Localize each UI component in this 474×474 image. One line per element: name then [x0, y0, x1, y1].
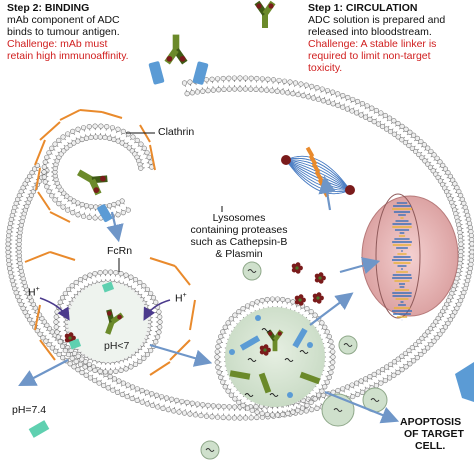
apoptotic-cell-icon — [455, 362, 474, 402]
apoptosis-label-1: APOPTOSIS — [400, 416, 462, 428]
leader-lines — [118, 132, 223, 272]
cytotoxic-payload-icons — [64, 262, 326, 356]
fcrn-label: FcRn — [107, 245, 133, 257]
ph-inner-label: pH<7 — [104, 340, 130, 352]
protease-vesicle-icon — [242, 261, 262, 281]
fcrn-receptor-icon — [28, 281, 115, 438]
arrow-lysosome-to-payload — [309, 292, 354, 326]
step1-challenge2: required to limit non-target — [308, 50, 431, 62]
lysosome-label-3: such as Cathepsin-B — [190, 236, 288, 248]
arrow-recycling-out — [18, 359, 69, 387]
arrow-to-apoptosis — [324, 390, 400, 424]
step2-challenge1: Challenge: mAb must — [7, 38, 108, 50]
lysosome — [225, 307, 325, 407]
adc-antibody-icons — [77, 0, 284, 352]
clathrin-vesicle-membrane — [41, 123, 155, 221]
step2-line2: binds to tumour antigen. — [7, 26, 120, 38]
mitotic-spindle — [281, 146, 355, 198]
tumour-antigen-receptor-icon — [97, 61, 209, 223]
lysosome-label-4: & Plasmin — [215, 248, 263, 260]
ph-outer-label: pH=7.4 — [12, 404, 47, 416]
h-plus-left: H+ — [28, 286, 40, 299]
h-plus-right: H+ — [175, 292, 187, 305]
step1-challenge1: Challenge: A stable linker is — [308, 38, 437, 50]
step1-title: Step 1: CIRCULATION — [308, 2, 418, 14]
lysosome-label-1: Lysosomes — [212, 212, 266, 224]
arrow-vesicle-to-endosome — [106, 211, 124, 243]
step1-challenge3: toxicity. — [308, 62, 343, 74]
dna-helix-icon — [392, 202, 412, 321]
step2-title: Step 2: BINDING — [7, 2, 90, 14]
nucleus — [361, 193, 459, 319]
arrow-payload-to-spindle — [318, 175, 336, 211]
clathrin-coat — [24, 109, 196, 376]
lysosome-label-2: containing proteases — [190, 224, 288, 236]
lysosome-contents — [229, 315, 321, 398]
step2-line1: mAb component of ADC — [7, 14, 120, 26]
step1-line1: ADC solution is prepared and — [308, 14, 446, 26]
arrow-payload-to-nucleus — [339, 257, 381, 275]
apoptosis-label-2: OF TARGET — [404, 428, 464, 440]
clathrin-label: Clathrin — [158, 126, 195, 138]
arrow-endosome-to-lysosome — [149, 343, 213, 367]
process-arrows — [18, 175, 400, 424]
endosome-interior — [68, 282, 148, 362]
step1-line2: released into bloodstream. — [308, 26, 432, 38]
small-lysosome-vesicles — [200, 335, 388, 460]
step2-challenge2: retain high immunoaffinity. — [7, 50, 129, 62]
proton-arrows — [39, 297, 171, 321]
apoptosis-label-3: CELL. — [415, 440, 446, 452]
